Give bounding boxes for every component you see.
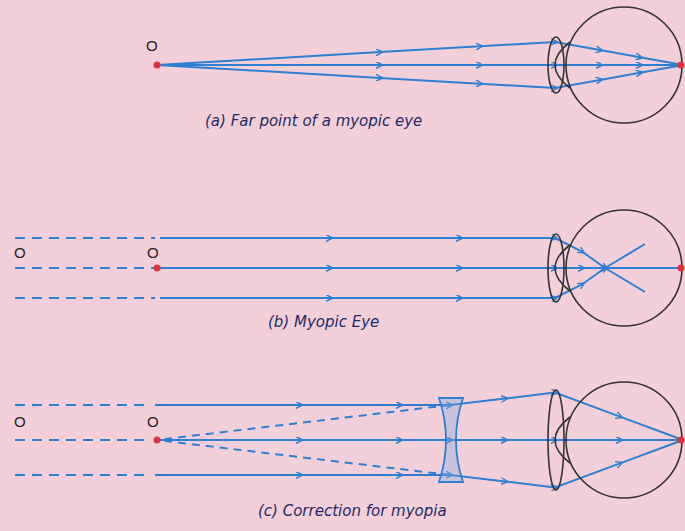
point-label: O [146,245,160,262]
point-label: O [13,245,27,262]
point-label: O [146,414,160,431]
point-label: O [13,414,27,431]
point-label: O [145,38,159,55]
concave-lens [439,398,463,482]
figure-caption: (a) Far point of a myopic eye [205,113,422,130]
point-dots [154,62,685,444]
eye-outlines [548,7,682,498]
figure-caption: (c) Correction for myopia [258,503,447,520]
light-rays [15,42,683,487]
figure-caption: (b) Myopic Eye [268,314,379,331]
